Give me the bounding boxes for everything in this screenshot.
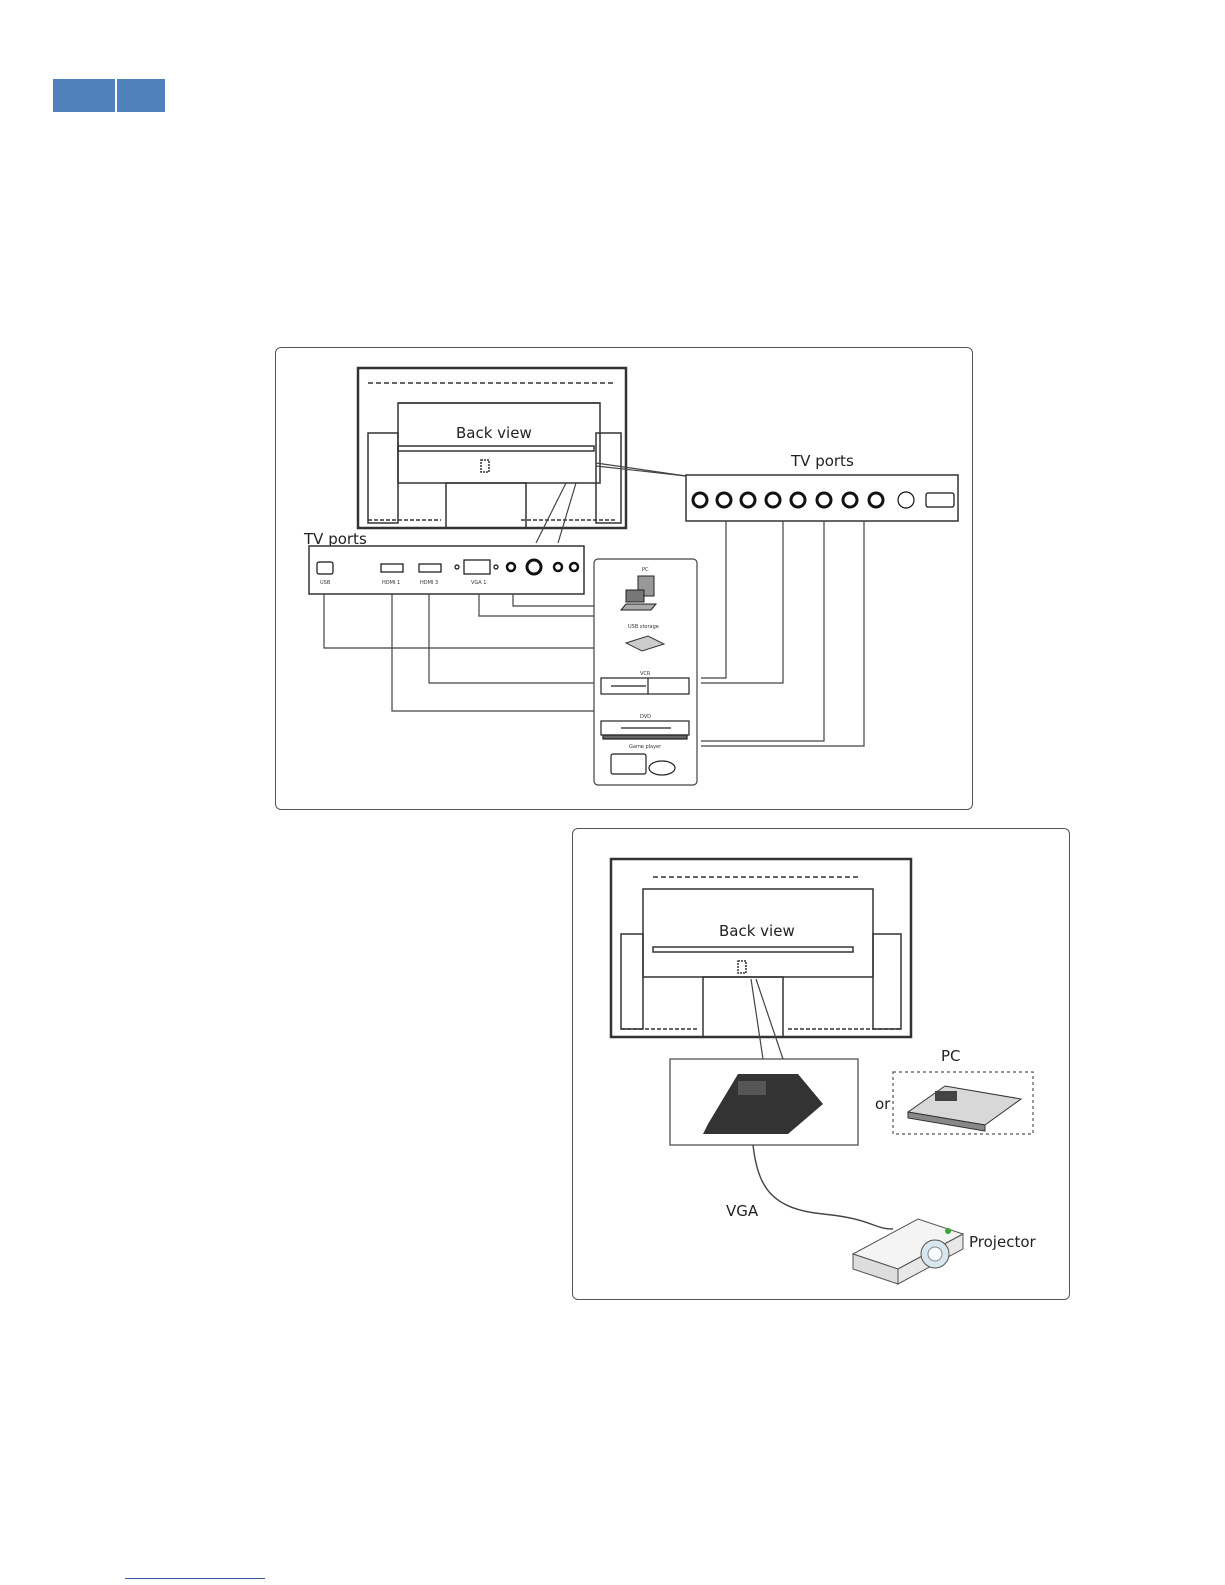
jack-icon [791, 493, 805, 507]
port-label-hdmi3: HDMI 3 [420, 580, 438, 586]
jack-icon [527, 560, 541, 574]
port-label-vga1: VGA 1 [471, 580, 487, 586]
jack-icon [766, 493, 780, 507]
jack-icon [554, 563, 562, 571]
or-label: or [875, 1095, 891, 1113]
port-label-usb: USB [320, 580, 331, 586]
tv-ports-connection-diagram: Back view TV ports TV ports USB HDMI [275, 347, 973, 810]
pc-module-icon [908, 1086, 1021, 1131]
jack-icon [869, 493, 883, 507]
jack-icon [843, 493, 857, 507]
hdmi-port-icon [419, 564, 441, 572]
tv-ports-left-panel [309, 546, 584, 594]
header-tab-primary [53, 79, 115, 112]
jack-icon [741, 493, 755, 507]
port-label-hdmi1: HDMI 1 [382, 580, 400, 586]
device-label-usb-storage: USB storage [628, 624, 659, 630]
jack-icon [898, 492, 914, 508]
tv-back-view [358, 368, 626, 528]
back-view-label: Back view [719, 922, 795, 940]
usb-port-icon [317, 562, 333, 574]
device-label-pc: PC [642, 567, 649, 573]
jack-icon [717, 493, 731, 507]
vga-port-icon [464, 560, 490, 574]
footer-rule [125, 1578, 265, 1579]
jack-icon [817, 493, 831, 507]
projector-label: Projector [969, 1233, 1036, 1251]
jack-icon [507, 563, 515, 571]
tv-back-view [611, 859, 911, 1037]
port-icon [926, 493, 954, 507]
device-label-dvd: DVD [640, 714, 651, 720]
pc-label: PC [941, 1047, 961, 1065]
hdmi-port-icon [381, 564, 403, 572]
header-tab-secondary [117, 79, 165, 112]
vga-cable [753, 1145, 893, 1229]
projector-connection-diagram: Back view or PC VGA Projector [572, 828, 1070, 1300]
dvd-icon [601, 721, 689, 739]
vga-label: VGA [726, 1202, 759, 1220]
device-label-game-player: Game player [629, 744, 662, 750]
back-view-label: Back view [456, 424, 532, 442]
tv-ports-right-label: TV ports [790, 452, 854, 470]
jack-icon [693, 493, 707, 507]
diagram2-svg: Back view or PC VGA Projector [573, 829, 1069, 1299]
projector-icon [853, 1219, 963, 1284]
jack-icon [570, 563, 578, 571]
device-label-vcr: VCR [640, 671, 651, 677]
diagram1-svg: Back view TV ports TV ports USB HDMI [276, 348, 972, 809]
vcr-icon [601, 678, 689, 694]
